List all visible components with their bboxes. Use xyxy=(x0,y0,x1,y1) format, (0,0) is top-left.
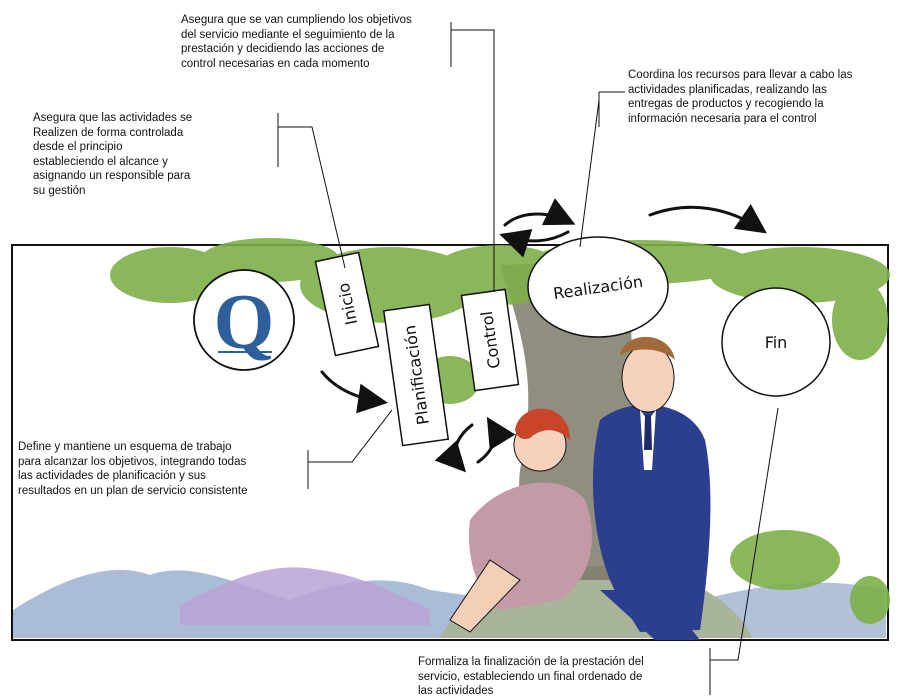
arrow-control-cycle-right xyxy=(476,416,516,464)
stage-fin: Fin xyxy=(721,287,831,397)
annotation-planificacion: Define y mantiene un esquema de trabajo … xyxy=(18,441,248,497)
leader-fin xyxy=(709,407,779,695)
annotation-control: Asegura que se van cumpliendo los objeti… xyxy=(181,14,412,70)
leader-lines xyxy=(277,22,779,695)
arrow-control-cycle-left xyxy=(434,423,474,473)
leader-planificacion xyxy=(307,409,393,489)
stage-inicio: Inicio xyxy=(314,251,380,357)
annotation-realizacion: Coordina los recursos para llevar a cabo… xyxy=(628,69,853,125)
annotation-fin: Formaliza la finalización de la prestaci… xyxy=(418,656,644,698)
arrow-control-to-realizacion-top xyxy=(503,198,576,227)
arrow-realizacion-to-fin xyxy=(648,204,767,234)
stage-control: Control xyxy=(460,288,520,392)
logo: Q xyxy=(193,269,295,371)
man-figure xyxy=(592,336,711,640)
arrow-realizacion-to-control-bottom xyxy=(499,229,570,258)
leader-realizacion xyxy=(579,91,625,248)
illustration-scene xyxy=(13,238,890,640)
arrow-logo-to-planificacion xyxy=(320,370,388,414)
annotation-inicio: Asegura que las actividades se Realizen … xyxy=(33,112,193,197)
woman-figure xyxy=(449,408,592,633)
leader-control xyxy=(450,22,495,292)
leader-inicio xyxy=(277,113,346,269)
stage-fin-label: Fin xyxy=(765,333,788,352)
stage-realizacion: Realización xyxy=(527,236,669,338)
logo-letter: Q xyxy=(214,278,275,365)
flow-arrows xyxy=(320,198,767,473)
stage-planificacion: Planificación xyxy=(382,303,450,447)
